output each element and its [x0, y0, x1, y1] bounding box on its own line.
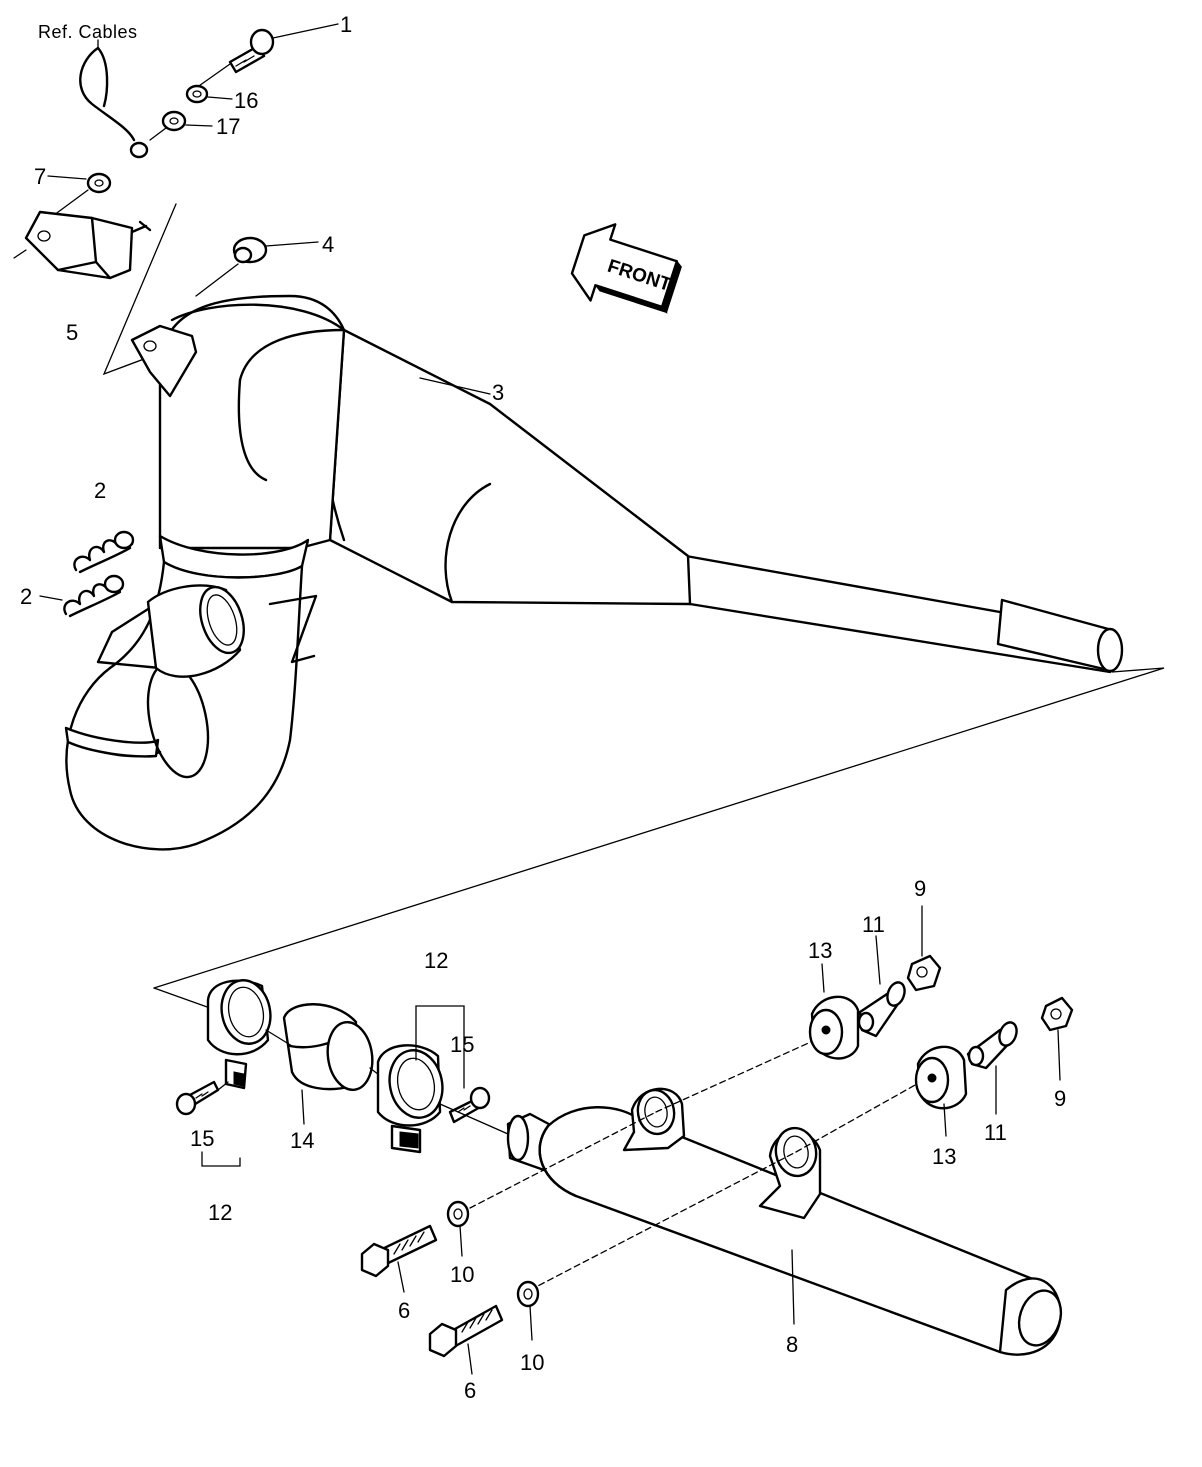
axis-line-mount-upper [655, 1035, 825, 1113]
leader-line-8 [791, 1249, 795, 1325]
nut-part-9-lower [1040, 996, 1074, 1032]
spring-part-2-lower [63, 574, 125, 618]
leader-line-4 [265, 241, 319, 247]
leader-line-13-lower [943, 1103, 947, 1137]
leader-line-16 [207, 96, 233, 100]
leader-line-14 [301, 1089, 305, 1125]
callout-17: 17 [216, 114, 240, 139]
leader-line-7 [47, 175, 87, 180]
bolt-part-1 [228, 28, 275, 74]
cable-guide-wire [79, 46, 149, 159]
clamp-part-12-left [206, 979, 272, 1090]
ref-cables-note: Ref. Cables [38, 22, 138, 42]
callout-2-lower: 2 [20, 584, 32, 609]
leader-line-bolt-axis [195, 63, 231, 89]
leader-line-2b [39, 595, 63, 601]
leader-line-13-upper [821, 963, 825, 993]
leader-line-11-upper [875, 935, 881, 985]
callout-9-lower: 9 [1054, 1086, 1066, 1111]
callout-10-lower: 10 [520, 1350, 544, 1375]
bracket-outline-left [13, 249, 27, 259]
expansion-chamber-part-3 [64, 294, 1124, 851]
callout-10-upper: 10 [450, 1262, 474, 1287]
callout-6-lower: 6 [464, 1378, 476, 1403]
leader-line-9-lower [1057, 1029, 1061, 1081]
joint-pipe-part-14 [282, 1003, 374, 1092]
bolt-part-15-right [448, 1086, 491, 1124]
callout-1: 1 [340, 12, 352, 37]
callout-9-upper: 9 [914, 876, 926, 901]
leader-line-6-lower [467, 1343, 473, 1375]
callout-2-upper: 2 [94, 478, 106, 503]
callout-11-lower: 11 [984, 1120, 1007, 1145]
leader-line-axis-4 [195, 263, 239, 297]
washer-part-17 [161, 110, 187, 132]
bolt-part-6-lower [428, 1304, 504, 1358]
leader-line-1 [272, 23, 339, 39]
axis-line-mount-lower [795, 1079, 925, 1153]
leader-line-17 [185, 124, 213, 127]
callout-12-bottom: 12 [208, 1200, 232, 1225]
bolt-part-15-left [175, 1080, 220, 1116]
frame-line-left [153, 987, 211, 1009]
callout-16: 16 [234, 88, 258, 113]
callout-4: 4 [322, 232, 334, 257]
leader-line-axis-17 [149, 127, 167, 141]
callout-6-upper: 6 [398, 1298, 410, 1323]
nut-part-9-upper [906, 954, 942, 992]
collar-part-11-upper [857, 981, 906, 1038]
bolt-part-6-upper [360, 1224, 438, 1278]
washer-part-10-lower [516, 1280, 540, 1308]
bracket-12-top [415, 1005, 465, 1089]
callout-14: 14 [290, 1128, 314, 1153]
heat-guard-bracket-part-5 [24, 210, 152, 280]
spring-washer-part-16 [185, 84, 209, 104]
leader-line-10-upper [459, 1225, 463, 1257]
callout-13-lower: 13 [932, 1144, 956, 1169]
callout-11-upper: 11 [862, 912, 885, 937]
damper-part-13-lower [914, 1045, 968, 1110]
front-direction-arrow: FRONT [570, 223, 682, 314]
callout-8: 8 [786, 1332, 798, 1357]
grommet-part-4 [232, 236, 268, 264]
bracket-12-bottom [201, 1151, 241, 1167]
callout-15-left: 15 [190, 1126, 214, 1151]
leader-line-6-upper [397, 1261, 405, 1293]
leader-line-10-lower [529, 1305, 533, 1341]
damper-part-13-upper [808, 995, 860, 1060]
axis-line-clamp-silencer [439, 1103, 509, 1135]
clamp-part-12-right [376, 1044, 444, 1154]
washer-part-7 [86, 172, 112, 194]
silencer-part-8 [506, 1087, 1063, 1356]
callout-12-top: 12 [424, 948, 448, 973]
frame-line-right [153, 667, 1165, 989]
callout-7: 7 [34, 164, 46, 189]
washer-part-10-upper [446, 1200, 470, 1228]
leader-line-15-left-axis [217, 1081, 229, 1091]
spring-part-2-upper [73, 530, 135, 574]
axis-line-bolt-upper [469, 1111, 657, 1209]
axis-line-bolt-lower [529, 1151, 797, 1291]
callout-5: 5 [66, 320, 78, 345]
callout-13-upper: 13 [808, 938, 832, 963]
leader-line-3 [419, 377, 491, 395]
callout-15-right: 15 [450, 1032, 474, 1057]
callout-3: 3 [492, 380, 504, 405]
collar-part-11-lower [966, 1021, 1018, 1070]
